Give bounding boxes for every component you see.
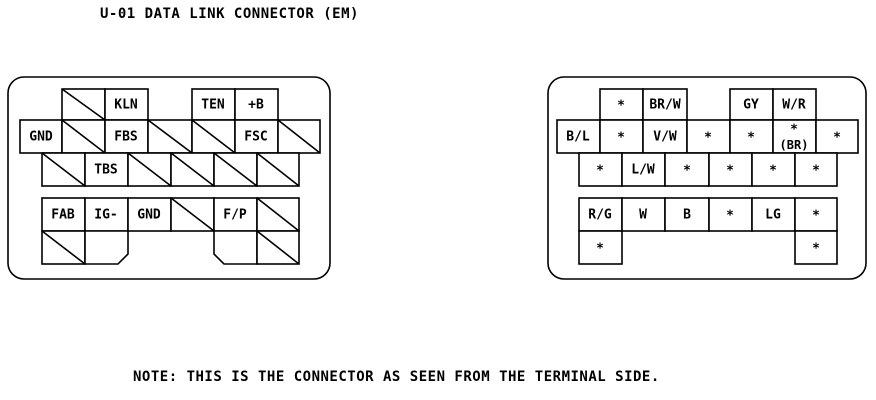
right-cell-r3-6 <box>794 152 838 187</box>
left-pin-kln: KLN <box>114 98 138 113</box>
right-cell-r3-1 <box>578 152 623 187</box>
right-pin-r4-6: * <box>812 209 820 224</box>
right-connector <box>556 88 859 265</box>
left-cell-r4-5 <box>213 197 258 232</box>
right-pin-r1-1: * <box>617 99 625 114</box>
right-pin-r-g: R/G <box>588 208 612 223</box>
left-connector <box>19 88 321 265</box>
right-pin-r2-6-star: * <box>790 123 798 138</box>
left-cell-r2-4 <box>147 119 193 154</box>
right-pin-r2-5: * <box>747 131 755 146</box>
right-pin-gy: GY <box>743 98 759 113</box>
left-cell-r1-4 <box>234 88 279 121</box>
right-cell-r4-5 <box>751 197 796 232</box>
left-cell-r3-2 <box>84 152 129 187</box>
left-cell-r3-4 <box>170 152 215 187</box>
left-cell-r4-6 <box>256 197 300 232</box>
right-pin-r2-6-br: (BR) <box>780 138 809 152</box>
right-pin-r2-7: * <box>833 131 841 146</box>
right-pin-r2-2: * <box>617 131 625 146</box>
right-pin-b: B <box>683 208 691 223</box>
right-pin-r5-2: * <box>812 242 820 257</box>
right-cell-r1-4 <box>772 88 817 121</box>
right-cell-r4-2 <box>621 197 666 232</box>
left-cell-r2-2 <box>61 119 106 154</box>
right-connector-labels: * BR/W GY W/R B/L * V/W * * * (BR) * * L… <box>566 98 841 257</box>
right-cell-r2-1 <box>556 119 601 154</box>
right-pin-v-w: V/W <box>653 130 677 145</box>
right-cell-r2-4 <box>686 119 731 154</box>
left-cell-r3-6 <box>256 152 300 187</box>
left-pin-gnd-2: GND <box>137 208 161 223</box>
left-pin-fbs: FBS <box>114 130 138 145</box>
right-cell-r4-3 <box>664 197 710 232</box>
right-pin-w: W <box>639 208 647 223</box>
left-cell-r2-7 <box>277 119 321 154</box>
left-pin-gnd: GND <box>29 130 53 145</box>
right-cell-r5-2 <box>794 230 838 265</box>
right-pin-r3-6: * <box>812 164 820 179</box>
left-cell-r1-1 <box>61 88 106 121</box>
left-cell-r5-4 <box>256 230 300 265</box>
right-pin-r3-1: * <box>596 164 604 179</box>
right-pin-r3-4: * <box>726 164 734 179</box>
right-cell-r4-4 <box>708 197 753 232</box>
right-pin-r5-1: * <box>596 242 604 257</box>
left-pin-fp: F/P <box>223 208 247 223</box>
diagram-title: U-01 DATA LINK CONNECTOR (EM) <box>100 6 359 22</box>
left-pin-tbs: TBS <box>94 163 118 178</box>
right-pin-r2-4: * <box>704 131 712 146</box>
right-cell-r1-3 <box>729 88 774 121</box>
left-connector-housing <box>7 76 331 280</box>
right-cell-r5-1 <box>578 230 623 265</box>
right-cell-r2-7 <box>815 119 859 154</box>
right-pin-r3-5: * <box>769 164 777 179</box>
left-cell-r5-3 <box>213 230 258 265</box>
right-pin-l-w: L/W <box>631 163 655 178</box>
left-pin-ten: TEN <box>201 98 225 113</box>
left-pin-plus-b: +B <box>248 98 264 113</box>
left-cell-r2-6 <box>234 119 279 154</box>
terminal-side-note: NOTE: THIS IS THE CONNECTOR AS SEEN FROM… <box>133 369 660 385</box>
left-cell-r3-5 <box>213 152 258 187</box>
left-cell-r2-5 <box>191 119 236 154</box>
left-pin-fsc: FSC <box>244 130 267 145</box>
right-pin-w-r: W/R <box>782 98 806 113</box>
left-connector-labels: KLN TEN +B GND FBS FSC TBS FAB IG- GND F… <box>29 98 267 223</box>
right-connector-housing <box>547 76 867 280</box>
right-cell-r3-4 <box>708 152 753 187</box>
left-cell-r4-4 <box>170 197 215 232</box>
left-pin-ig-minus: IG- <box>94 208 117 223</box>
left-cell-r3-3 <box>127 152 172 187</box>
right-cell-r3-2 <box>621 152 666 187</box>
right-pin-b-l: B/L <box>566 130 590 145</box>
left-cell-r4-2 <box>84 197 129 232</box>
right-cell-r4-6 <box>794 197 838 232</box>
right-cell-r1-2 <box>642 88 688 121</box>
left-cell-r5-1 <box>41 230 86 265</box>
right-pin-lg: LG <box>765 208 781 223</box>
right-pin-r4-4: * <box>726 209 734 224</box>
right-pin-r3-3: * <box>683 164 691 179</box>
left-pin-fab: FAB <box>51 208 75 223</box>
right-pin-br-w: BR/W <box>649 98 680 113</box>
left-cell-r5-2 <box>84 230 129 265</box>
left-cell-r3-1 <box>41 152 86 187</box>
